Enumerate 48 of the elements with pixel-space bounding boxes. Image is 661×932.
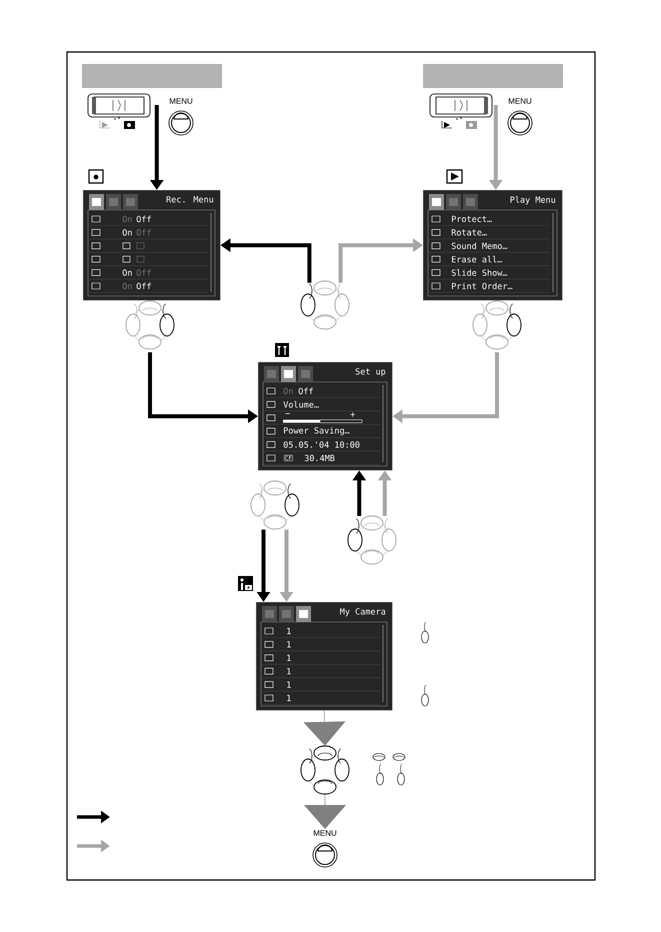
menu-item: On [122, 282, 132, 290]
menu-item: 1 [287, 682, 291, 688]
direction-pad [300, 746, 350, 794]
screen-title: Play Menu [510, 196, 556, 204]
menu-item: 1 [287, 694, 291, 702]
menu-item: − [286, 413, 290, 414]
menu-item: 30.4MB [304, 454, 334, 462]
menu-item: On [122, 269, 132, 276]
menu-item: Rotate… [452, 229, 487, 236]
menu-item: Off [136, 216, 151, 222]
menu-item: Slide Show… [452, 269, 508, 276]
menu-screen [258, 362, 392, 470]
menu-item: 1 [287, 641, 291, 648]
menu-item: Off [136, 229, 151, 236]
menu-item: Protect… [452, 216, 492, 222]
direction-pad [126, 300, 174, 350]
node-label: MENU [508, 98, 532, 104]
menu-item: Sound Memo… [452, 242, 508, 250]
menu-item: 1 [287, 668, 291, 674]
menu-screen [256, 602, 392, 710]
menu-item: 05.05.'04 10:00 [284, 441, 360, 448]
screen-title: Rec. Menu [166, 196, 214, 203]
menu-item: Off [298, 388, 313, 394]
screen-title: My Camera [340, 608, 386, 616]
direction-pad [348, 516, 396, 564]
menu-item: Erase all… [452, 256, 502, 263]
menu-item: On [122, 216, 132, 222]
menu-item: + [350, 412, 355, 417]
menu-item: Power Saving… [284, 427, 350, 436]
screen-title: Set up [356, 368, 386, 376]
menu-item: 1 [287, 654, 291, 661]
menu-button: MENU [168, 98, 194, 136]
menu-item: Off [136, 282, 151, 290]
node-label: MENU [170, 98, 192, 104]
direction-pad [300, 280, 350, 330]
menu-item: Print Order… [452, 282, 512, 290]
menu-item: 1 [287, 628, 291, 634]
menu-item: Off [136, 269, 151, 276]
menu-button: MENU [312, 830, 338, 868]
direction-pad [472, 300, 522, 350]
menu-screen [83, 190, 220, 300]
node-label: MENU [314, 830, 336, 836]
menu-button: MENU [508, 98, 532, 136]
direction-pad [250, 480, 300, 530]
menu-item: Volume… [283, 401, 319, 408]
menu-item: On [284, 388, 293, 394]
menu-item: On [122, 229, 132, 236]
menu-screen [423, 190, 562, 300]
